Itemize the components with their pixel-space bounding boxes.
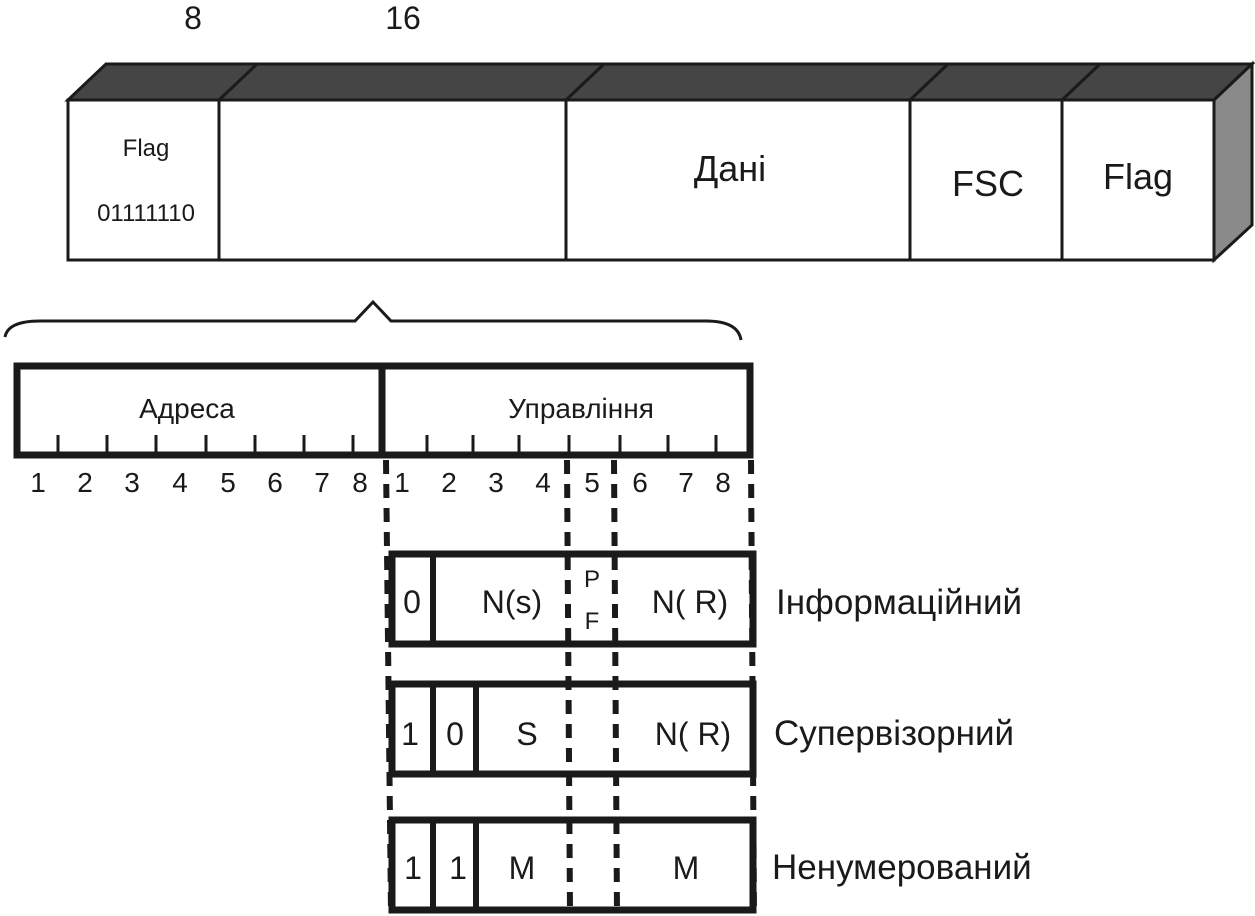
address-bit-3: 3 <box>124 467 140 498</box>
information-label: Інформаційний <box>776 583 1022 622</box>
frame-top-face <box>64 62 1255 102</box>
control-bit-numbers: 1 2 3 4 5 6 7 8 <box>394 467 731 498</box>
sup-s: S <box>516 716 537 752</box>
info-f: F <box>585 608 600 635</box>
address-bit-8: 8 <box>352 467 368 498</box>
control-label: Управління <box>508 393 654 424</box>
address-bit-5: 5 <box>220 467 236 498</box>
curly-brace <box>3 299 743 341</box>
control-field-box <box>378 362 754 459</box>
address-bit-2: 2 <box>77 467 93 498</box>
fsc-label: FSC <box>952 163 1024 204</box>
info-bit1: 0 <box>403 584 421 620</box>
addr-ctrl-width-label: 16 <box>385 0 421 36</box>
sup-bit2: 0 <box>446 716 464 752</box>
control-bit-3: 3 <box>488 467 504 498</box>
fsc-cell <box>908 98 1064 262</box>
flag-width-label: 8 <box>184 0 202 36</box>
address-bit-7: 7 <box>314 467 330 498</box>
control-bit-6: 6 <box>632 467 648 498</box>
frame-side-face <box>1212 60 1254 264</box>
flag-left-bits: 01111110 <box>97 200 195 227</box>
info-ns: N(s) <box>482 584 542 620</box>
unn-m2: M <box>673 850 700 886</box>
data-cell <box>564 98 912 262</box>
address-ticks <box>56 435 355 455</box>
control-bit-5: 5 <box>584 467 600 498</box>
unn-bit2: 1 <box>449 850 467 886</box>
address-bit-1: 1 <box>30 467 46 498</box>
control-bit-4: 4 <box>535 467 551 498</box>
control-bit-7: 7 <box>678 467 694 498</box>
unnumbered-label: Ненумерований <box>772 848 1032 887</box>
control-bit-8: 8 <box>715 467 731 498</box>
supervisory-label: Супервізорний <box>774 714 1014 753</box>
info-p: P <box>584 566 600 593</box>
frame-type-dividers <box>430 554 479 910</box>
information-frame-box <box>388 550 757 648</box>
unn-m1: M <box>509 850 536 886</box>
flag-left-cell <box>66 98 221 262</box>
flag-left-title: Flag <box>123 135 170 162</box>
flag-right-label: Flag <box>1103 156 1173 197</box>
control-bit-2: 2 <box>441 467 457 498</box>
unn-bit1: 1 <box>404 850 422 886</box>
flag-right-cell <box>1060 98 1216 262</box>
bit-guide-lines <box>383 459 757 913</box>
frame-top-dividers <box>217 62 1102 102</box>
address-label: Адреса <box>139 393 235 424</box>
control-bit-1: 1 <box>394 467 410 498</box>
info-nr: N( R) <box>652 584 728 620</box>
control-ticks <box>425 435 718 455</box>
address-field-box <box>13 362 386 459</box>
address-bit-6: 6 <box>267 467 283 498</box>
address-control-cell <box>217 98 568 262</box>
address-bit-numbers: 1 2 3 4 5 6 7 8 <box>30 467 368 498</box>
sup-bit1: 1 <box>401 716 419 752</box>
address-bit-4: 4 <box>172 467 188 498</box>
sup-nr: N( R) <box>655 716 731 752</box>
data-label: Дані <box>694 148 766 189</box>
